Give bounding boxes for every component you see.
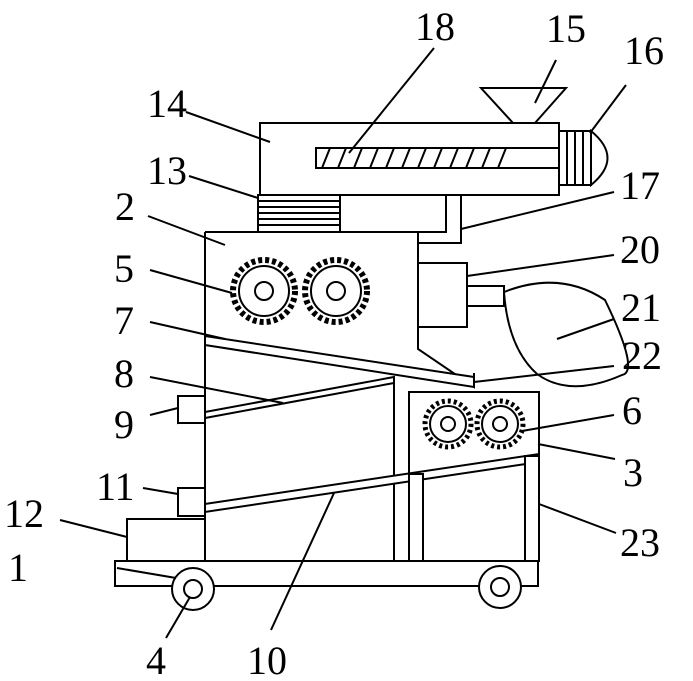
label-17: 17 xyxy=(620,163,660,208)
wheel-left xyxy=(172,568,214,610)
label-1: 1 xyxy=(8,545,28,590)
label-3: 3 xyxy=(623,450,643,495)
label-14: 14 xyxy=(147,81,187,126)
label-9: 9 xyxy=(114,402,134,447)
drive-motor xyxy=(559,131,608,185)
motor-block xyxy=(127,519,205,561)
label-23: 23 xyxy=(620,520,660,565)
label-8: 8 xyxy=(114,351,134,396)
label-4: 4 xyxy=(146,638,166,681)
label-12: 12 xyxy=(4,491,44,536)
support-column-outer xyxy=(525,456,539,561)
label-11: 11 xyxy=(96,464,135,509)
label-7: 7 xyxy=(114,298,134,343)
crushing-roller-left xyxy=(233,260,295,322)
label-6: 6 xyxy=(622,388,642,433)
upper-outlet xyxy=(178,396,205,423)
flexible-connector xyxy=(258,195,340,232)
label-5: 5 xyxy=(114,246,134,291)
upper-screen-plate xyxy=(205,336,474,387)
feed-hopper xyxy=(481,88,566,123)
label-20: 20 xyxy=(620,227,660,272)
label-13: 13 xyxy=(147,148,187,193)
label-2: 2 xyxy=(115,184,135,229)
upper-chute xyxy=(178,377,394,423)
label-16: 16 xyxy=(624,28,664,73)
label-10: 10 xyxy=(247,638,287,681)
blower-outlet-pipe xyxy=(467,286,504,306)
crushing-roller-right xyxy=(305,260,367,322)
wheel-right xyxy=(479,566,521,608)
screw-shaft xyxy=(316,148,559,168)
blower xyxy=(418,263,467,327)
support-column-inner xyxy=(409,474,423,561)
discharge-pipe xyxy=(418,195,461,243)
label-18: 18 xyxy=(415,4,455,49)
label-15: 15 xyxy=(546,6,586,51)
label-22: 22 xyxy=(622,333,662,378)
label-21: 21 xyxy=(621,285,661,330)
lower-outlet xyxy=(178,488,205,516)
